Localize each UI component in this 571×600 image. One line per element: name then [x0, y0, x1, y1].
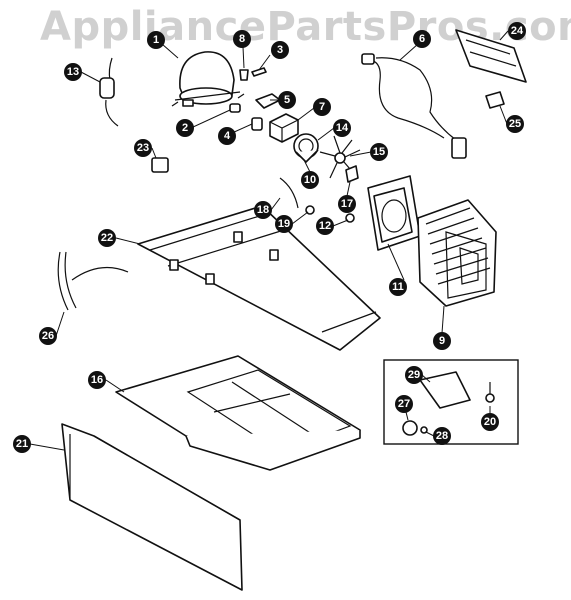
toe-grille[interactable] — [61, 423, 243, 591]
capacitor-part[interactable] — [99, 57, 119, 127]
callout-label: 3 — [277, 44, 283, 56]
power-cord[interactable] — [361, 53, 467, 159]
callout-label: 23 — [137, 142, 149, 154]
callout-label: 29 — [408, 369, 420, 381]
fan-blade-27[interactable] — [402, 420, 418, 436]
callout-13: 13 — [64, 63, 82, 81]
drain-hose[interactable] — [57, 251, 129, 311]
callout-10: 10 — [301, 171, 319, 189]
callout-label: 7 — [319, 101, 325, 113]
fan-motor-29[interactable] — [419, 371, 471, 409]
callout-label: 22 — [101, 232, 113, 244]
callout-17: 17 — [338, 195, 356, 213]
callout-label: 11 — [392, 281, 404, 293]
callout-9: 9 — [433, 332, 451, 350]
callout-label: 26 — [42, 330, 54, 342]
callout-label: 13 — [67, 66, 79, 78]
callout-label: 27 — [398, 398, 410, 410]
callout-label: 12 — [319, 220, 331, 232]
callout-14: 14 — [333, 119, 351, 137]
fan-motor[interactable] — [293, 133, 319, 163]
callout-3: 3 — [271, 41, 289, 59]
callout-label: 4 — [224, 130, 231, 142]
callout-5: 5 — [278, 91, 296, 109]
callout-label: 1 — [153, 34, 159, 46]
base-plate[interactable] — [137, 205, 381, 351]
callout-28: 28 — [433, 427, 451, 445]
condenser-coil[interactable] — [417, 199, 497, 307]
callout-21: 21 — [13, 435, 31, 453]
callout-label: 19 — [278, 218, 290, 230]
callout-29: 29 — [405, 366, 423, 384]
callout-label: 17 — [341, 198, 353, 210]
fan-bracket[interactable] — [345, 165, 359, 183]
callout-label: 25 — [509, 118, 521, 130]
callout-22: 22 — [98, 229, 116, 247]
callout-25: 25 — [506, 115, 524, 133]
callout-label: 24 — [511, 25, 524, 37]
callout-label: 10 — [304, 174, 316, 186]
callout-11: 11 — [389, 278, 407, 296]
callout-4: 4 — [218, 127, 236, 145]
callout-12: 12 — [316, 217, 334, 235]
terminal-block[interactable] — [151, 157, 169, 173]
callout-label: 21 — [16, 438, 28, 450]
callout-label: 20 — [484, 416, 496, 428]
bracket-part[interactable] — [255, 93, 281, 109]
grommet-20[interactable] — [485, 382, 495, 403]
relay-part[interactable] — [269, 113, 299, 143]
callout-24: 24 — [508, 22, 526, 40]
screw-part[interactable] — [239, 69, 249, 81]
leader-lines — [29, 30, 509, 451]
callout-15: 15 — [370, 143, 388, 161]
switch-part[interactable] — [485, 91, 505, 109]
callout-label: 14 — [336, 122, 349, 134]
callout-7: 7 — [313, 98, 331, 116]
callout-8: 8 — [233, 30, 251, 48]
callout-label: 6 — [419, 33, 425, 45]
compressor[interactable] — [171, 51, 245, 107]
callout-label: 15 — [373, 146, 385, 158]
callout-19: 19 — [275, 215, 293, 233]
callout-20: 20 — [481, 413, 499, 431]
callout-label: 5 — [284, 94, 290, 106]
condenser-shroud[interactable] — [367, 175, 421, 251]
callout-6: 6 — [413, 30, 431, 48]
callout-label: 18 — [257, 204, 269, 216]
callout-2: 2 — [176, 119, 194, 137]
fan-assembly-inset — [383, 359, 519, 445]
grommet-part-2[interactable] — [251, 117, 263, 131]
callout-label: 2 — [182, 122, 188, 134]
grommet-part[interactable] — [229, 103, 241, 113]
retainer-28[interactable] — [420, 426, 428, 434]
callout-26: 26 — [39, 327, 57, 345]
callout-18: 18 — [254, 201, 272, 219]
callout-label: 28 — [436, 430, 448, 442]
callout-23: 23 — [134, 139, 152, 157]
strap-part[interactable] — [279, 177, 299, 209]
callout-27: 27 — [395, 395, 413, 413]
drain-pan[interactable] — [115, 355, 361, 471]
callout-1: 1 — [147, 31, 165, 49]
bracket-24[interactable] — [455, 29, 527, 83]
callout-16: 16 — [88, 371, 106, 389]
callout-label: 9 — [439, 335, 445, 347]
callout-label: 8 — [239, 33, 245, 45]
callout-label: 16 — [91, 374, 103, 386]
